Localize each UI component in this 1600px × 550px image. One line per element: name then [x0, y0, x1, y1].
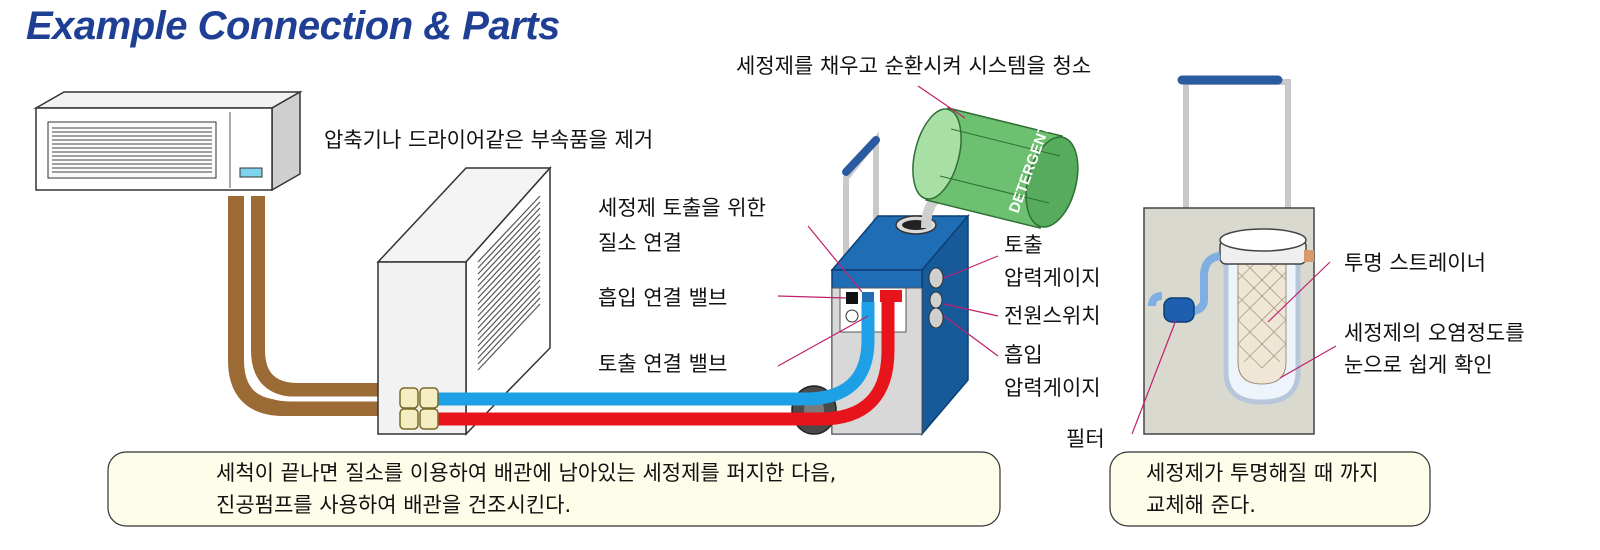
- suction-gauge-label-line1: 흡입: [1004, 343, 1043, 367]
- suction-gauge-label-line2: 압력게이지: [1004, 376, 1101, 400]
- check-label-line2: 눈으로 쉽게 확인: [1344, 353, 1493, 377]
- fill-detergent-label: 세정제를 채우고 순환시켜 시스템을 청소: [736, 54, 1092, 78]
- main-note-line2: 진공펌프를 사용하여 배관을 건조시킨다.: [216, 493, 572, 517]
- side-note-line1: 세정제가 투명해질 때 까지: [1146, 461, 1379, 485]
- indoor-unit: [33, 90, 303, 192]
- main-note-box: [107, 451, 1001, 527]
- strainer-label: 투명 스트레이너: [1344, 251, 1486, 275]
- hoses: [432, 300, 895, 426]
- copper-pipes: [228, 196, 412, 416]
- filter-label: 필터: [1066, 427, 1105, 451]
- remove-parts-label: 압축기나 드라이어같은 부속품을 제거: [324, 128, 654, 152]
- side-note-box: [1109, 451, 1431, 527]
- leader-lines: [777, 85, 1337, 435]
- nitrogen-label-line2: 질소 연결: [598, 231, 682, 255]
- diagram-title: Example Connection & Parts: [26, 4, 560, 48]
- strainer-panel: [1143, 75, 1315, 435]
- check-label-line1: 세정제의 오염정도를: [1344, 321, 1525, 345]
- suction-valve-label: 흡입 연결 밸브: [598, 286, 728, 310]
- power-switch-label: 전원스위치: [1004, 304, 1101, 328]
- discharge-gauge-label-line1: 토출: [1004, 233, 1043, 257]
- discharge-gauge-label-line2: 압력게이지: [1004, 266, 1101, 290]
- detergent-drum: DETERGENT: [912, 107, 1079, 229]
- discharge-valve-label: 토출 연결 밸브: [598, 352, 728, 376]
- machine-handle: [842, 131, 880, 262]
- pipe-couplers: [399, 387, 439, 430]
- side-note-line2: 교체해 준다.: [1146, 493, 1256, 517]
- main-note-line1: 세척이 끝나면 질소를 이용하여 배관에 남아있는 세정제를 퍼지한 다음,: [216, 461, 837, 485]
- nitrogen-label-line1: 세정제 토출을 위한: [598, 196, 766, 220]
